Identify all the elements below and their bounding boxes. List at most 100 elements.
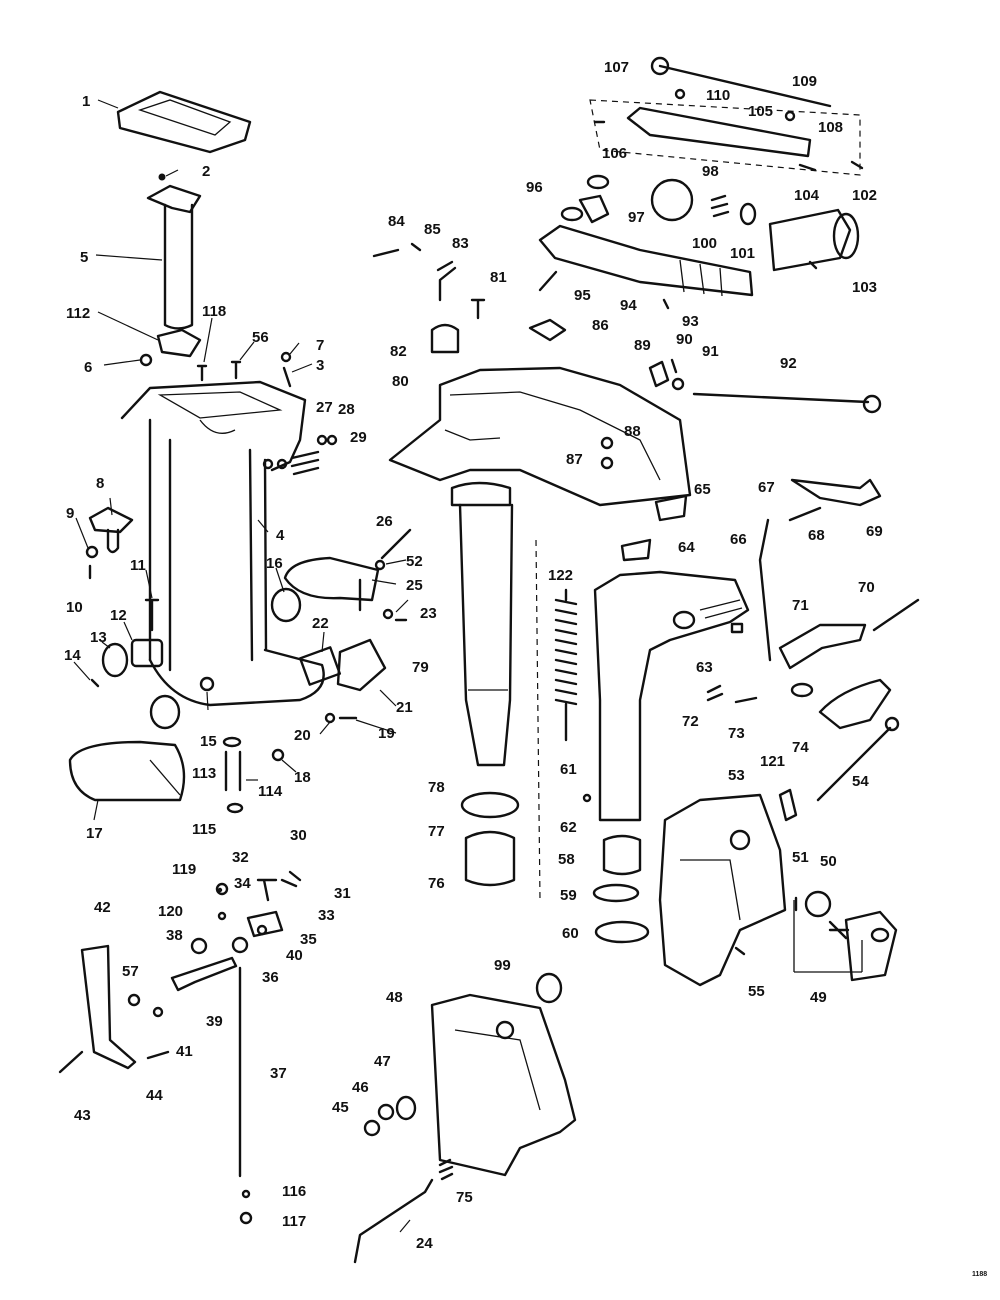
callout-33: 33 (318, 907, 335, 924)
callout-14: 14 (64, 647, 81, 664)
callout-91: 91 (702, 343, 719, 360)
callout-5: 5 (80, 249, 88, 266)
callout-97: 97 (628, 209, 645, 226)
callout-20-lower: 20 (294, 727, 311, 744)
callout-109: 109 (792, 73, 817, 90)
callout-65: 65 (694, 481, 711, 498)
callout-58: 58 (558, 851, 575, 868)
callout-79: 79 (412, 659, 429, 676)
callout-114: 114 (258, 783, 283, 800)
callout-24: 24 (416, 1235, 433, 1252)
callout-116: 116 (282, 1183, 306, 1200)
callout-64: 64 (678, 539, 695, 556)
callout-77: 77 (428, 823, 445, 840)
callout-9: 9 (66, 505, 74, 522)
callout-12: 12 (110, 607, 127, 624)
figure-code: 1188 (972, 1271, 987, 1278)
callout-16-upper: 16 (266, 555, 283, 572)
callout-122: 122 (548, 567, 573, 584)
callout-107: 107 (604, 59, 629, 76)
callout-49: 49 (810, 989, 827, 1006)
callout-18: 18 (294, 769, 311, 786)
part-callouts: 1 2 5 112 118 56 7 3 6 27 28 29 8 9 10 4… (64, 59, 987, 1278)
callout-69: 69 (866, 523, 883, 540)
callout-82: 82 (390, 343, 407, 360)
callout-31-lower: 31 (334, 885, 351, 902)
callout-113: 113 (192, 765, 216, 782)
callout-105: 105 (748, 103, 773, 120)
callout-52: 52 (406, 553, 423, 570)
callout-47: 47 (374, 1053, 391, 1070)
callout-21: 21 (396, 699, 413, 716)
callout-53: 53 (728, 767, 745, 784)
callout-118: 118 (202, 303, 226, 320)
callout-41: 41 (176, 1043, 193, 1060)
callout-101: 101 (730, 245, 755, 262)
callout-51: 51 (792, 849, 809, 866)
callout-70: 70 (858, 579, 875, 596)
leader-lines (73, 99, 411, 1233)
callout-13: 13 (90, 629, 107, 646)
callout-85: 85 (424, 221, 441, 238)
callout-86: 86 (592, 317, 609, 334)
callout-87: 87 (566, 451, 583, 468)
callout-56: 56 (252, 329, 269, 346)
callout-4: 4 (276, 527, 285, 544)
callout-98: 98 (702, 163, 719, 180)
callout-112: 112 (66, 305, 90, 322)
callout-76: 76 (428, 875, 445, 892)
callout-19: 19 (378, 725, 395, 742)
callout-59: 59 (560, 887, 577, 904)
callout-8: 8 (96, 475, 104, 492)
callout-22: 22 (312, 615, 329, 632)
callout-10: 10 (66, 599, 83, 616)
callout-115: 115 (192, 821, 216, 838)
callout-27: 27 (316, 399, 333, 416)
callout-68: 68 (808, 527, 825, 544)
callout-26: 26 (376, 513, 393, 530)
callout-75: 75 (456, 1189, 473, 1206)
callout-2: 2 (202, 163, 210, 180)
callout-99: 99 (494, 957, 511, 974)
callout-78: 78 (428, 779, 445, 796)
callout-36: 36 (262, 969, 279, 986)
callout-50: 50 (820, 853, 837, 870)
callout-60: 60 (562, 925, 579, 942)
part-drawings (58, 56, 920, 1264)
callout-100: 100 (692, 235, 717, 252)
callout-88: 88 (624, 423, 641, 440)
callout-80: 80 (392, 373, 409, 390)
callout-103: 103 (852, 279, 877, 296)
callout-73: 73 (728, 725, 745, 742)
callout-102: 102 (852, 187, 877, 204)
callout-43: 43 (74, 1107, 91, 1124)
callout-93: 93 (682, 313, 699, 330)
callout-35: 35 (300, 931, 317, 948)
callout-40: 40 (286, 947, 303, 964)
callout-120: 120 (158, 903, 183, 920)
callout-63: 63 (696, 659, 713, 676)
callout-83: 83 (452, 235, 469, 252)
callout-11: 11 (130, 557, 146, 574)
callout-30: 30 (290, 827, 307, 844)
callout-54: 54 (852, 773, 869, 790)
callout-104: 104 (794, 187, 820, 204)
callout-84: 84 (388, 213, 405, 230)
callout-110: 110 (706, 87, 730, 104)
callout-37: 37 (270, 1065, 287, 1082)
callout-25: 25 (406, 577, 423, 594)
callout-96: 96 (526, 179, 543, 196)
callout-95: 95 (574, 287, 591, 304)
callout-57: 57 (122, 963, 139, 980)
callout-17: 17 (86, 825, 103, 842)
callout-62: 62 (560, 819, 577, 836)
callout-6: 6 (84, 359, 92, 376)
callout-45: 45 (332, 1099, 349, 1116)
callout-3: 3 (316, 357, 324, 374)
callout-34: 34 (234, 875, 251, 892)
callout-89: 89 (634, 337, 651, 354)
callout-39: 39 (206, 1013, 223, 1030)
callout-94: 94 (620, 297, 637, 314)
callout-119: 119 (172, 861, 196, 878)
